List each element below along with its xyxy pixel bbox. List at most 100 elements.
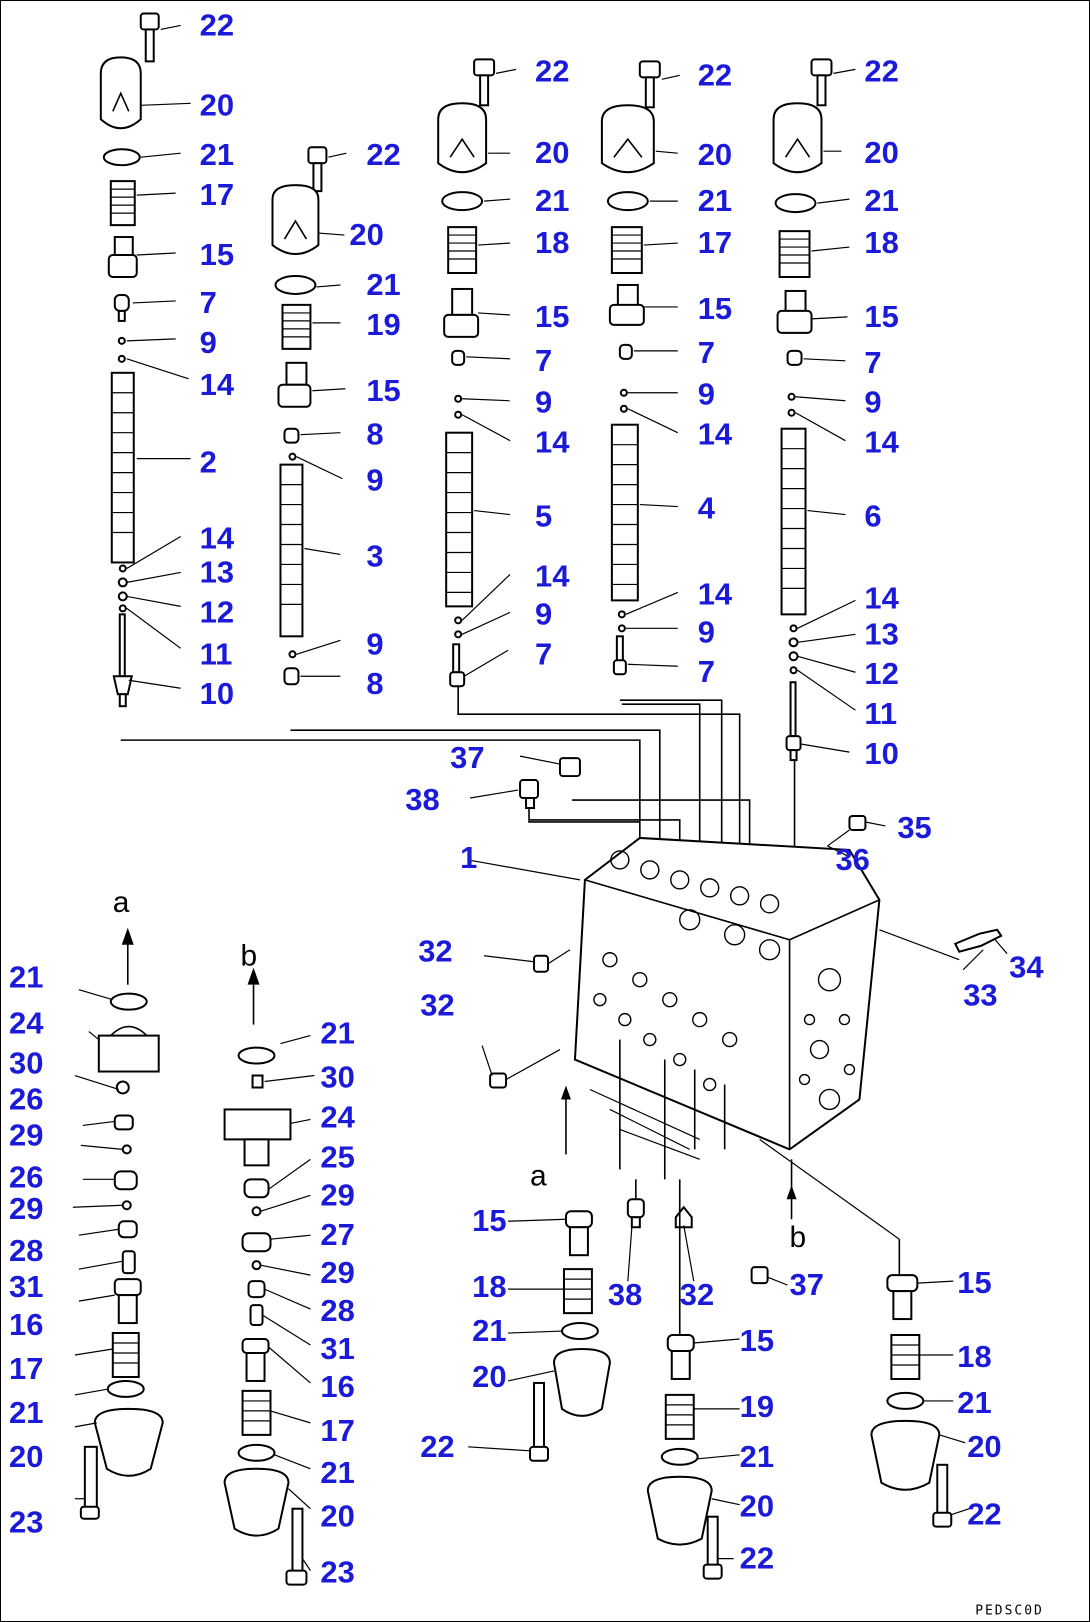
part-label: 5 bbox=[535, 499, 552, 534]
label-leaders bbox=[72, 24, 1008, 1571]
spool-assembly-2 bbox=[271, 146, 328, 686]
part-label: 14 bbox=[864, 580, 899, 615]
part-label: 31 bbox=[320, 1331, 354, 1366]
assembly-leader-lines bbox=[120, 686, 796, 880]
part-label: 15 bbox=[200, 237, 234, 272]
part-label: 23 bbox=[320, 1555, 354, 1590]
part-label: 15 bbox=[957, 1265, 991, 1300]
body-fittings bbox=[489, 757, 1003, 1089]
part-label: 12 bbox=[864, 656, 898, 691]
valve-body bbox=[573, 836, 960, 1240]
part-label: 7 bbox=[864, 345, 881, 380]
part-label: 14 bbox=[698, 576, 733, 611]
flow-label-a-body: a bbox=[530, 1159, 547, 1192]
part-label: 7 bbox=[200, 285, 217, 320]
part-label: 4 bbox=[698, 491, 716, 526]
part-label: 20 bbox=[740, 1489, 774, 1524]
part-label: 7 bbox=[698, 654, 715, 689]
part-label: 22 bbox=[698, 57, 732, 92]
part-label: 33 bbox=[963, 978, 997, 1013]
part-label: 32 bbox=[420, 988, 454, 1023]
part-label: 21 bbox=[200, 137, 234, 172]
part-label: 27 bbox=[320, 1217, 354, 1252]
part-label: 11 bbox=[200, 636, 233, 671]
part-label: 10 bbox=[200, 676, 234, 711]
part-label: 26 bbox=[9, 1159, 43, 1194]
part-label: 15 bbox=[864, 299, 898, 334]
part-label: 18 bbox=[864, 225, 898, 260]
spool-assembly-4 bbox=[600, 60, 661, 676]
part-label: 21 bbox=[9, 960, 43, 995]
part-label: 32 bbox=[680, 1277, 714, 1312]
part-label: 34 bbox=[1009, 950, 1044, 985]
part-label: 22 bbox=[967, 1497, 1001, 1532]
part-label: 22 bbox=[740, 1541, 774, 1576]
part-label: 17 bbox=[9, 1351, 43, 1386]
part-label: 20 bbox=[200, 87, 234, 122]
part-label: 35 bbox=[897, 810, 931, 845]
part-label: 14 bbox=[698, 417, 733, 452]
lower-center-assembly bbox=[529, 1179, 769, 1580]
part-label: 21 bbox=[957, 1385, 991, 1420]
part-label: 21 bbox=[320, 1016, 354, 1051]
part-label: 38 bbox=[405, 782, 439, 817]
part-label: 20 bbox=[535, 135, 569, 170]
part-label: 14 bbox=[535, 425, 570, 460]
part-label: 22 bbox=[366, 137, 400, 172]
lower-assembly-b bbox=[223, 967, 308, 1586]
part-label: 8 bbox=[366, 417, 383, 452]
part-label: 9 bbox=[535, 385, 552, 420]
part-label: 26 bbox=[9, 1081, 43, 1116]
part-label: 9 bbox=[864, 385, 881, 420]
part-label: 21 bbox=[9, 1395, 43, 1430]
part-label: 29 bbox=[9, 1117, 43, 1152]
part-label: 15 bbox=[366, 373, 400, 408]
flow-letters: a b a b bbox=[113, 886, 806, 1254]
part-label: 2 bbox=[200, 445, 217, 480]
part-label: 22 bbox=[535, 53, 569, 88]
part-label: 10 bbox=[864, 736, 898, 771]
part-label: 20 bbox=[698, 137, 732, 172]
part-label: 18 bbox=[472, 1269, 506, 1304]
part-label: 11 bbox=[864, 696, 897, 731]
part-label: 6 bbox=[864, 499, 881, 534]
part-label: 21 bbox=[698, 183, 732, 218]
part-label: 22 bbox=[864, 53, 898, 88]
part-label: 29 bbox=[9, 1191, 43, 1226]
part-label: 37 bbox=[450, 740, 484, 775]
part-label: 9 bbox=[535, 596, 552, 631]
part-label: 7 bbox=[535, 636, 552, 671]
spool-assembly-5 bbox=[772, 58, 833, 762]
part-label: 7 bbox=[535, 343, 552, 378]
part-label: 29 bbox=[320, 1255, 354, 1290]
part-label: 14 bbox=[864, 425, 899, 460]
lower-assembly-a bbox=[79, 927, 164, 1520]
flow-label-a-top: a bbox=[113, 886, 130, 919]
part-label: 13 bbox=[200, 554, 234, 589]
part-label: 37 bbox=[790, 1267, 824, 1302]
part-label: 20 bbox=[472, 1359, 506, 1394]
part-label: 13 bbox=[864, 616, 898, 651]
part-label: 9 bbox=[698, 614, 715, 649]
part-label: 17 bbox=[698, 225, 732, 260]
spool-assembly-3 bbox=[437, 58, 496, 688]
part-label: 20 bbox=[349, 217, 383, 252]
flow-label-b-body: b bbox=[790, 1221, 807, 1254]
part-label: 29 bbox=[320, 1177, 354, 1212]
part-label: 25 bbox=[320, 1139, 354, 1174]
part-label: 17 bbox=[320, 1413, 354, 1448]
part-label: 21 bbox=[472, 1313, 506, 1348]
part-label: 15 bbox=[698, 291, 732, 326]
part-label: 22 bbox=[420, 1429, 454, 1464]
part-label: 20 bbox=[864, 135, 898, 170]
part-label: 16 bbox=[9, 1307, 43, 1342]
lower-right-assembly bbox=[870, 1239, 953, 1528]
part-label: 14 bbox=[535, 558, 570, 593]
part-label: 16 bbox=[320, 1369, 354, 1404]
part-label: 9 bbox=[366, 463, 383, 498]
part-label: 21 bbox=[740, 1439, 774, 1474]
part-label: 20 bbox=[320, 1499, 354, 1534]
part-label: 9 bbox=[698, 377, 715, 412]
part-label: 3 bbox=[366, 538, 383, 573]
part-label: 1 bbox=[460, 840, 477, 875]
